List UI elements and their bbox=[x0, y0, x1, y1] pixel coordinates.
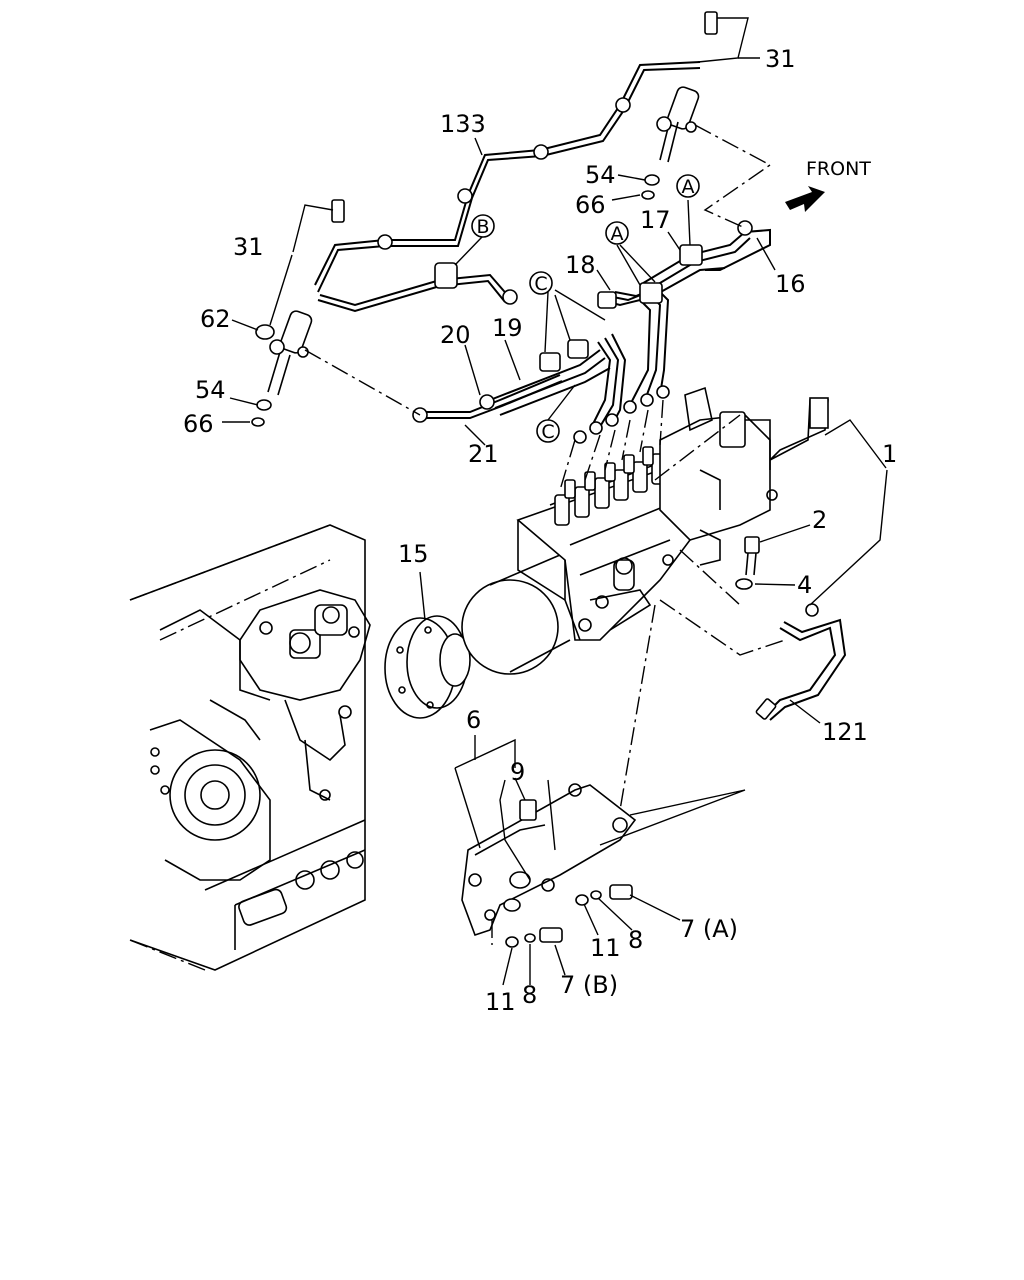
injection-nozzle-left bbox=[267, 199, 345, 396]
injection-nozzle-top bbox=[656, 11, 718, 163]
injection-pump bbox=[461, 386, 829, 675]
callout-20: 20 bbox=[440, 321, 471, 349]
callout-17: 17 bbox=[640, 206, 671, 234]
delivery-valves bbox=[554, 446, 667, 526]
callout-1: 1 bbox=[882, 440, 897, 468]
front-label: FRONT bbox=[806, 158, 871, 180]
callout-11-right: 11 bbox=[590, 934, 621, 962]
assembly-centerlines bbox=[304, 124, 786, 945]
callout-62: 62 bbox=[200, 305, 231, 333]
bracket-fasteners bbox=[505, 884, 633, 948]
callout-19: 19 bbox=[492, 314, 523, 342]
callout-66-left: 66 bbox=[183, 410, 214, 438]
reference-markers: A A B C C bbox=[471, 174, 700, 443]
callout-54-left: 54 bbox=[195, 376, 226, 404]
callout-31-top: 31 bbox=[765, 45, 796, 73]
callout-21: 21 bbox=[468, 440, 499, 468]
callout-31-left: 31 bbox=[233, 233, 264, 261]
callout-16: 16 bbox=[775, 270, 806, 298]
marker-c-top: C bbox=[534, 273, 547, 295]
front-direction-arrow bbox=[785, 186, 825, 212]
callout-54-top: 54 bbox=[585, 161, 616, 189]
callout-6: 6 bbox=[466, 706, 481, 734]
callout-7b: 7 (B) bbox=[560, 971, 618, 999]
leader-lines bbox=[222, 17, 888, 986]
washers bbox=[251, 174, 660, 427]
callout-labels: FRONT 31 133 54 66 17 18 16 31 62 20 19 … bbox=[183, 45, 897, 1016]
marker-b: B bbox=[476, 216, 489, 238]
injection-pipes bbox=[314, 61, 771, 444]
callout-2: 2 bbox=[812, 506, 827, 534]
mounting-hardware bbox=[735, 536, 847, 721]
marker-a-mid: A bbox=[611, 223, 624, 245]
callout-15: 15 bbox=[398, 540, 429, 568]
callout-121: 121 bbox=[822, 718, 868, 746]
engine-block-outline bbox=[129, 524, 366, 971]
callout-8-left: 8 bbox=[522, 981, 537, 1009]
callout-4: 4 bbox=[797, 571, 812, 599]
callout-66-top: 66 bbox=[575, 191, 606, 219]
pump-bracket bbox=[461, 783, 637, 937]
callout-18: 18 bbox=[565, 251, 596, 279]
callout-8-right: 8 bbox=[628, 926, 643, 954]
marker-a-top: A bbox=[682, 176, 695, 198]
callout-9: 9 bbox=[510, 758, 525, 786]
air-compressor bbox=[239, 589, 371, 801]
callout-11-left: 11 bbox=[485, 988, 516, 1016]
drive-coupling bbox=[384, 615, 471, 719]
marker-c-bottom: C bbox=[541, 421, 554, 443]
callout-133: 133 bbox=[440, 110, 486, 138]
callout-7a: 7 (A) bbox=[680, 915, 738, 943]
